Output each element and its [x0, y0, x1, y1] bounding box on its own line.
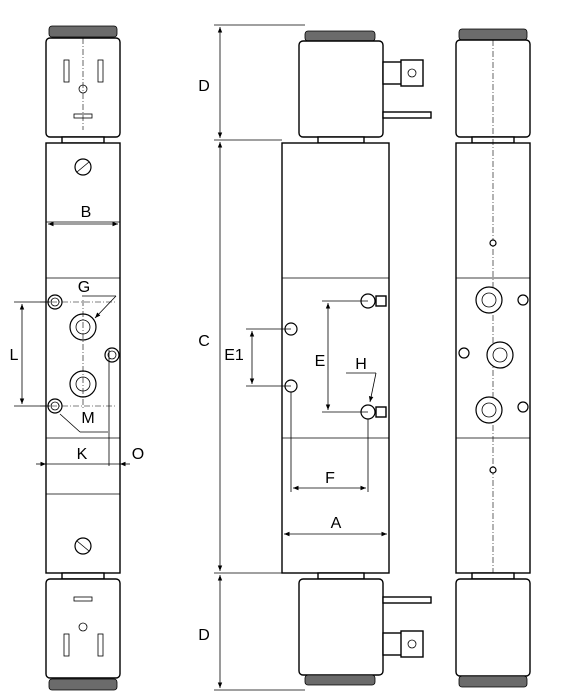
dim-label-f: F: [325, 470, 335, 487]
dim-label-o: O: [132, 446, 144, 463]
top-connector-plug: [400, 59, 424, 87]
top-coil: [298, 40, 384, 138]
valve-body-side: [281, 142, 390, 574]
coil-pin: [97, 59, 104, 83]
dim-label-k: K: [77, 446, 88, 463]
dim-label-b: B: [81, 204, 92, 221]
bottom-knurled-cap: [48, 678, 118, 691]
pilot-hole: [489, 466, 497, 474]
dim-label-d-top: D: [198, 78, 210, 95]
port-upper: [475, 286, 503, 314]
dim-label-a: A: [331, 515, 342, 532]
side-port: [104, 347, 120, 363]
bottom-coil: [45, 578, 121, 679]
coil-pin: [63, 59, 70, 83]
dim-label-d-bottom: D: [198, 627, 210, 644]
port-center: [486, 341, 514, 369]
middle-view: E1 E H F A D C D: [198, 24, 432, 691]
dim-label-g: G: [78, 279, 90, 296]
bottom-coil: [455, 578, 531, 677]
dim-label-m: M: [81, 410, 94, 427]
dim-label-e: E: [315, 353, 326, 370]
bottom-coil: [298, 578, 384, 676]
left-view: B L G M K O: [10, 25, 144, 691]
dim-label-h: H: [355, 356, 367, 373]
neck: [61, 136, 105, 144]
dim-label-c: C: [198, 333, 210, 350]
dim-label-e1: E1: [224, 347, 244, 364]
top-knurled-cap: [48, 25, 118, 38]
dim-label-l: L: [10, 347, 19, 364]
right-view: [455, 28, 531, 688]
pilot-hole: [489, 239, 497, 247]
port-lower: [475, 396, 503, 424]
